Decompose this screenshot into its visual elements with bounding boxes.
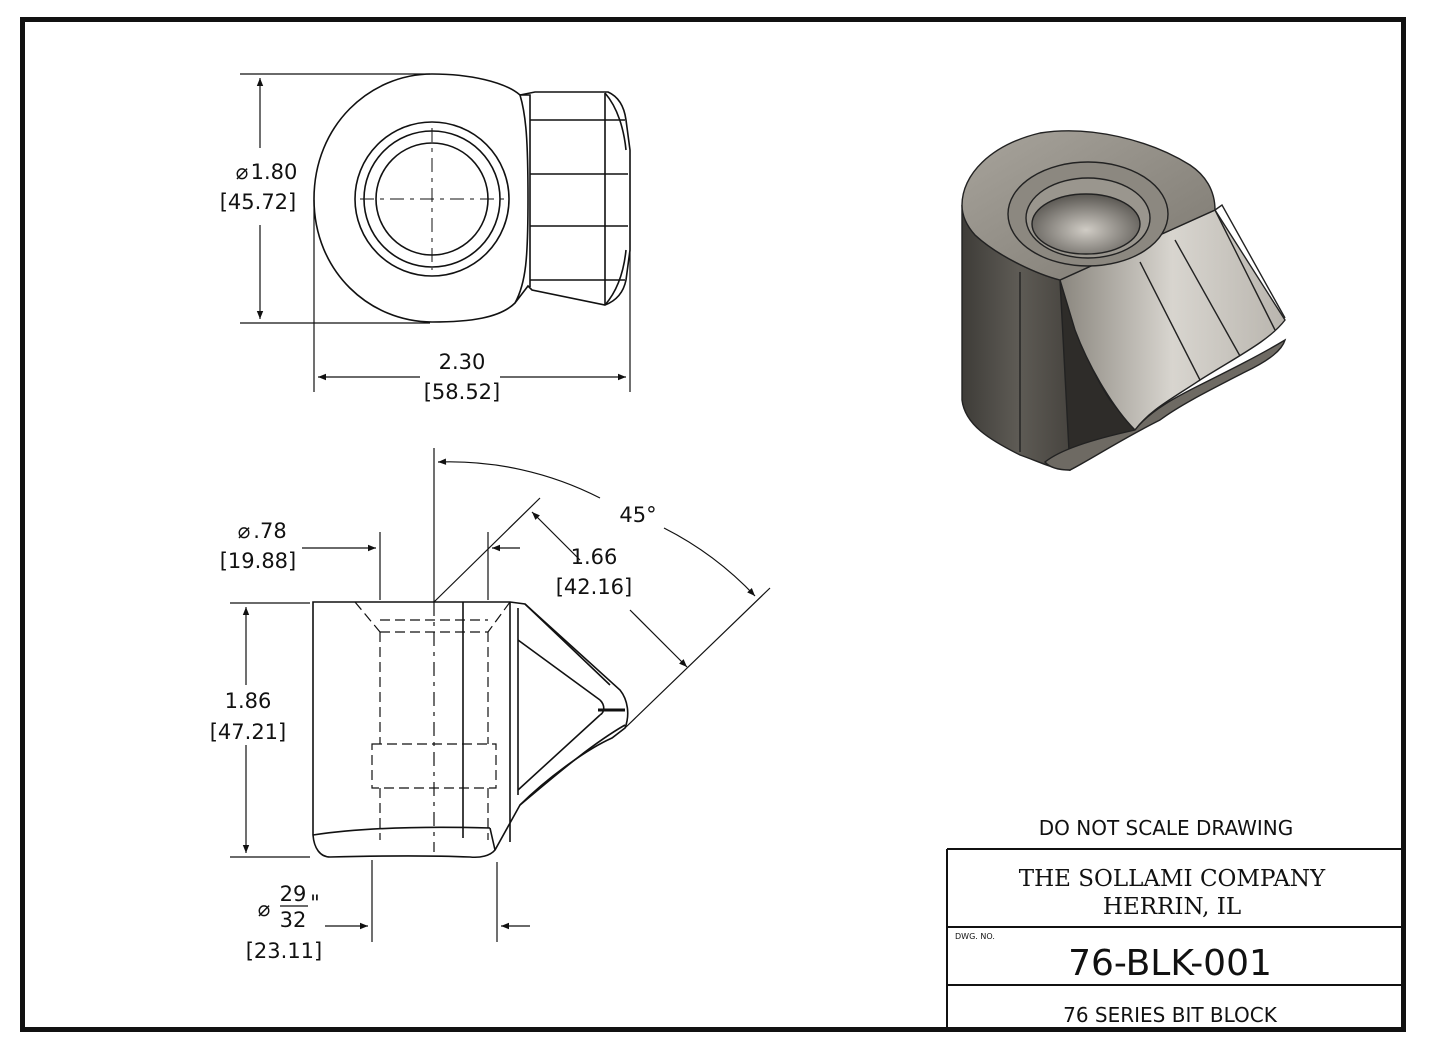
bore-diameter-symbol: ⌀ [238,519,251,543]
top-width-inch: 2.30 [439,350,486,374]
company-name: THE SOLLAMI COMPANY [1019,866,1326,892]
title-block [946,848,1404,1031]
side-view [312,601,629,859]
top-diameter-inch: 1.80 [251,160,298,184]
counterbore-diameter-symbol: ⌀ [258,897,271,921]
isometric-view [961,130,1287,472]
face-length-inch: 1.66 [571,545,618,569]
drawing-frame [20,17,1406,1032]
counterbore-numerator: 29 [280,882,307,906]
top-width-mm: [58.52] [424,380,501,404]
height-mm: [47.21] [210,720,287,744]
counterbore-denominator: 32 [280,908,307,932]
drawing-number: 76-BLK-001 [1068,943,1272,984]
top-diameter-mm: [45.72] [220,190,297,214]
face-length-mm: [42.16] [556,575,633,599]
side-view-dimensions [230,448,771,942]
part-description: 76 SERIES BIT BLOCK [1063,1003,1278,1027]
top-view [313,73,631,323]
counterbore-mm: [23.11] [246,939,323,963]
bore-diameter-inch: .78 [253,519,286,543]
bore-diameter-mm: [19.88] [220,549,297,573]
company-location: HERRIN, IL [1103,894,1241,920]
angle-label: 45° [619,503,656,527]
height-inch: 1.86 [225,689,272,713]
counterbore-unit: " [310,891,320,915]
top-diameter-symbol: ⌀ [236,160,249,184]
scale-warning-note: DO NOT SCALE DRAWING [1039,816,1293,840]
top-view-dimensions [240,73,631,392]
dwg-no-label: DWG. NO. [955,932,995,941]
